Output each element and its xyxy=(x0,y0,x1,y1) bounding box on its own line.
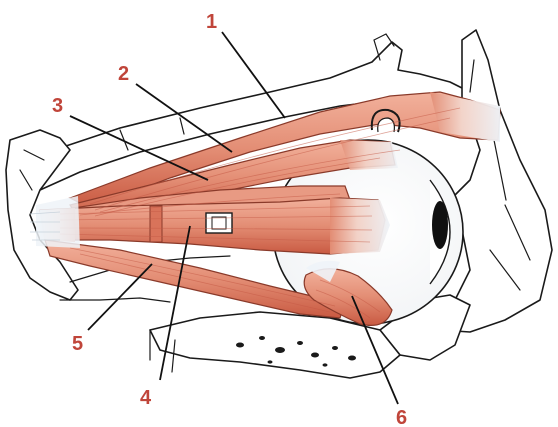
common-tendinous-ring xyxy=(30,196,80,248)
pupil xyxy=(432,201,448,249)
label-5: 5 xyxy=(72,333,83,355)
label-1: 1 xyxy=(206,11,217,33)
label-3: 3 xyxy=(52,95,63,117)
zygomatic-bone xyxy=(440,30,552,332)
label-4: 4 xyxy=(140,387,152,409)
label-6: 6 xyxy=(396,407,407,427)
label-2: 2 xyxy=(118,63,129,85)
